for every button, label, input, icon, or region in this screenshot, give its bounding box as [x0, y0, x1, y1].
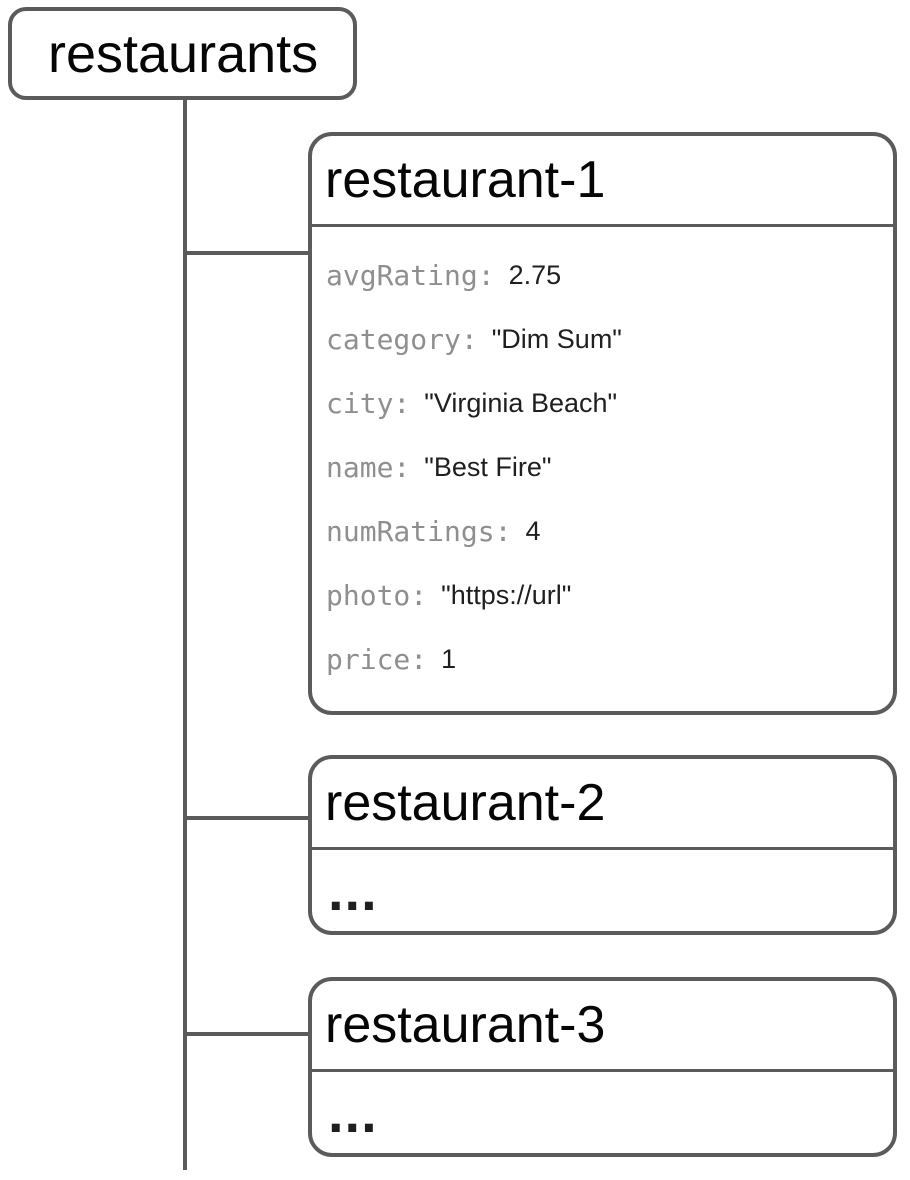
collapsed-fields-ellipsis: ... — [328, 1081, 378, 1144]
document-node-restaurant-1: restaurant-1 avgRating: 2.75 category: "… — [308, 132, 897, 715]
field-value: 2.75 — [508, 259, 562, 290]
field-row: photo: "https://url" — [326, 563, 893, 627]
document-title: restaurant-1 — [325, 151, 606, 209]
document-title-bar: restaurant-2 — [312, 759, 893, 850]
field-key: name: — [326, 450, 411, 484]
field-row: price: 1 — [326, 627, 893, 691]
tree-trunk-line — [183, 100, 187, 1170]
document-title: restaurant-2 — [325, 774, 606, 832]
field-row: category: "Dim Sum" — [326, 307, 893, 371]
field-key: photo: — [326, 578, 428, 612]
field-value: "Virginia Beach" — [424, 387, 618, 418]
field-key: avgRating: — [326, 258, 495, 292]
field-key: price: — [326, 642, 428, 676]
collapsed-fields-ellipsis: ... — [328, 859, 378, 922]
branch-line-restaurant-1 — [186, 251, 308, 255]
document-node-restaurant-3: restaurant-3 ... — [308, 977, 897, 1157]
field-value: 4 — [525, 515, 541, 546]
document-node-restaurant-2: restaurant-2 ... — [308, 755, 897, 935]
document-title-bar: restaurant-1 — [312, 136, 893, 227]
field-row: name: "Best Fire" — [326, 435, 893, 499]
field-value: "https://url" — [441, 579, 572, 610]
document-field-list: avgRating: 2.75 category: "Dim Sum" city… — [312, 227, 893, 691]
field-row: numRatings: 4 — [326, 499, 893, 563]
document-title: restaurant-3 — [325, 996, 606, 1054]
field-value: 1 — [441, 643, 457, 674]
field-row: city: "Virginia Beach" — [326, 371, 893, 435]
field-key: category: — [326, 322, 478, 356]
collection-node-restaurants: restaurants — [8, 7, 357, 100]
field-value: "Dim Sum" — [491, 323, 622, 354]
branch-line-restaurant-2 — [186, 816, 308, 820]
field-key: numRatings: — [326, 514, 512, 548]
collection-label: restaurants — [48, 23, 319, 84]
document-title-bar: restaurant-3 — [312, 981, 893, 1072]
field-row: avgRating: 2.75 — [326, 243, 893, 307]
field-key: city: — [326, 386, 411, 420]
branch-line-restaurant-3 — [186, 1032, 308, 1036]
field-value: "Best Fire" — [424, 451, 552, 482]
